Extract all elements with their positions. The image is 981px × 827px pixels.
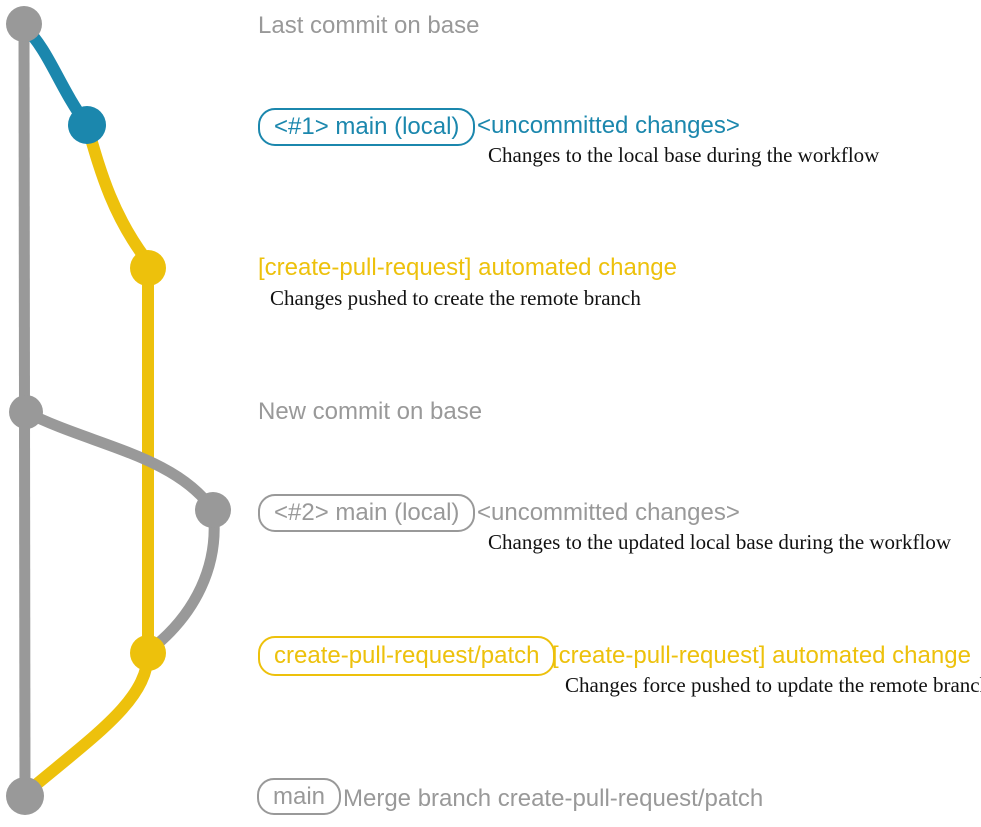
commit-dot-automated-1 [130,250,166,286]
patch-title: [create-pull-request] automated change [552,642,971,669]
merge-label: Merge branch create-pull-request/patch [343,785,764,812]
patch-branch-curve-out [81,119,154,268]
patch-badge: create-pull-request/patch [258,636,556,676]
commit-dot-uncommitted-2 [195,492,231,528]
patch-branch-merge-curve [20,647,154,799]
branch1-title: <uncommitted changes> [477,112,740,139]
branch1-description: Changes to the local base during the wor… [488,143,880,167]
commit-dot-last-base [6,6,42,42]
merge-badge: main [257,778,342,815]
automated1-description: Changes pushed to create the remote bran… [270,286,641,310]
new-commit-label: New commit on base [258,398,483,425]
local-changes-curve-2-in [144,504,220,656]
branch2-title: <uncommitted changes> [477,499,740,526]
local-changes-curve-2-out [20,406,219,516]
automated1-title: [create-pull-request] automated change [258,254,677,281]
commit-dot-merge [6,777,44,815]
commit-dot-new-base [9,395,43,429]
commit-dot-uncommitted-1 [68,106,106,144]
commit-dot-automated-2 [130,635,166,671]
branch1-badge: <#1> main (local) [258,108,476,146]
branch2-badge: <#2> main (local) [258,494,476,532]
patch-description: Changes force pushed to update the remot… [565,673,981,697]
branch2-description: Changes to the updated local base during… [488,530,952,554]
last-commit-label: Last commit on base [258,12,480,39]
